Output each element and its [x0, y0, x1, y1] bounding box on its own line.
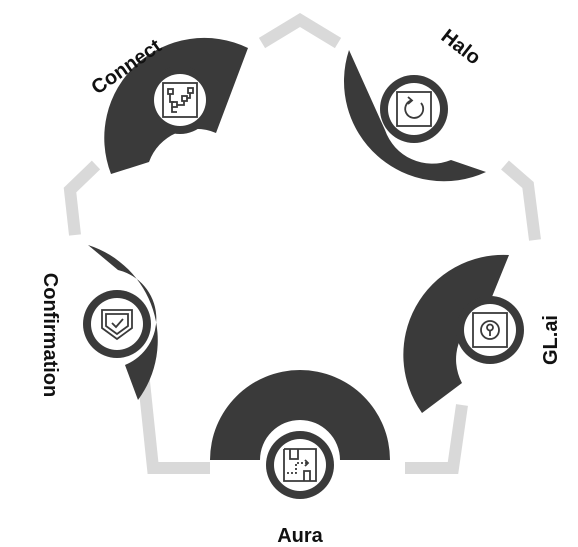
- label-aura: Aura: [277, 525, 323, 547]
- node-connect: [146, 66, 214, 134]
- connector-upper-left: [63, 160, 101, 236]
- wedge-halo: [343, 50, 486, 182]
- node-inner: [388, 83, 440, 135]
- label-halo: Halo: [437, 25, 485, 69]
- connector-upper-right: [501, 160, 541, 241]
- connector-lower-right: [405, 404, 468, 474]
- wedge-confirmation: [88, 245, 158, 400]
- connector-top: [258, 12, 342, 49]
- flowchart-icon: [162, 82, 198, 118]
- wedge-glai: [403, 254, 509, 413]
- connector-bottom: [137, 371, 210, 474]
- route-path-icon: [283, 448, 317, 482]
- node-aura: [266, 431, 334, 499]
- node-inner: [154, 74, 206, 126]
- wedge-aura: [210, 370, 390, 460]
- shield-check-icon: [101, 309, 133, 341]
- node-inner: [274, 439, 326, 491]
- node-inner: [91, 298, 143, 350]
- node-glai: [456, 296, 524, 364]
- node-halo: [380, 75, 448, 143]
- refresh-cycle-icon: [396, 91, 432, 127]
- connector-lines: [63, 12, 541, 474]
- keyhole-lock-icon: [472, 312, 508, 348]
- label-confirmation: Confirmation: [39, 273, 61, 397]
- label-glai: GL.ai: [540, 315, 562, 365]
- node-confirmation: [83, 290, 151, 358]
